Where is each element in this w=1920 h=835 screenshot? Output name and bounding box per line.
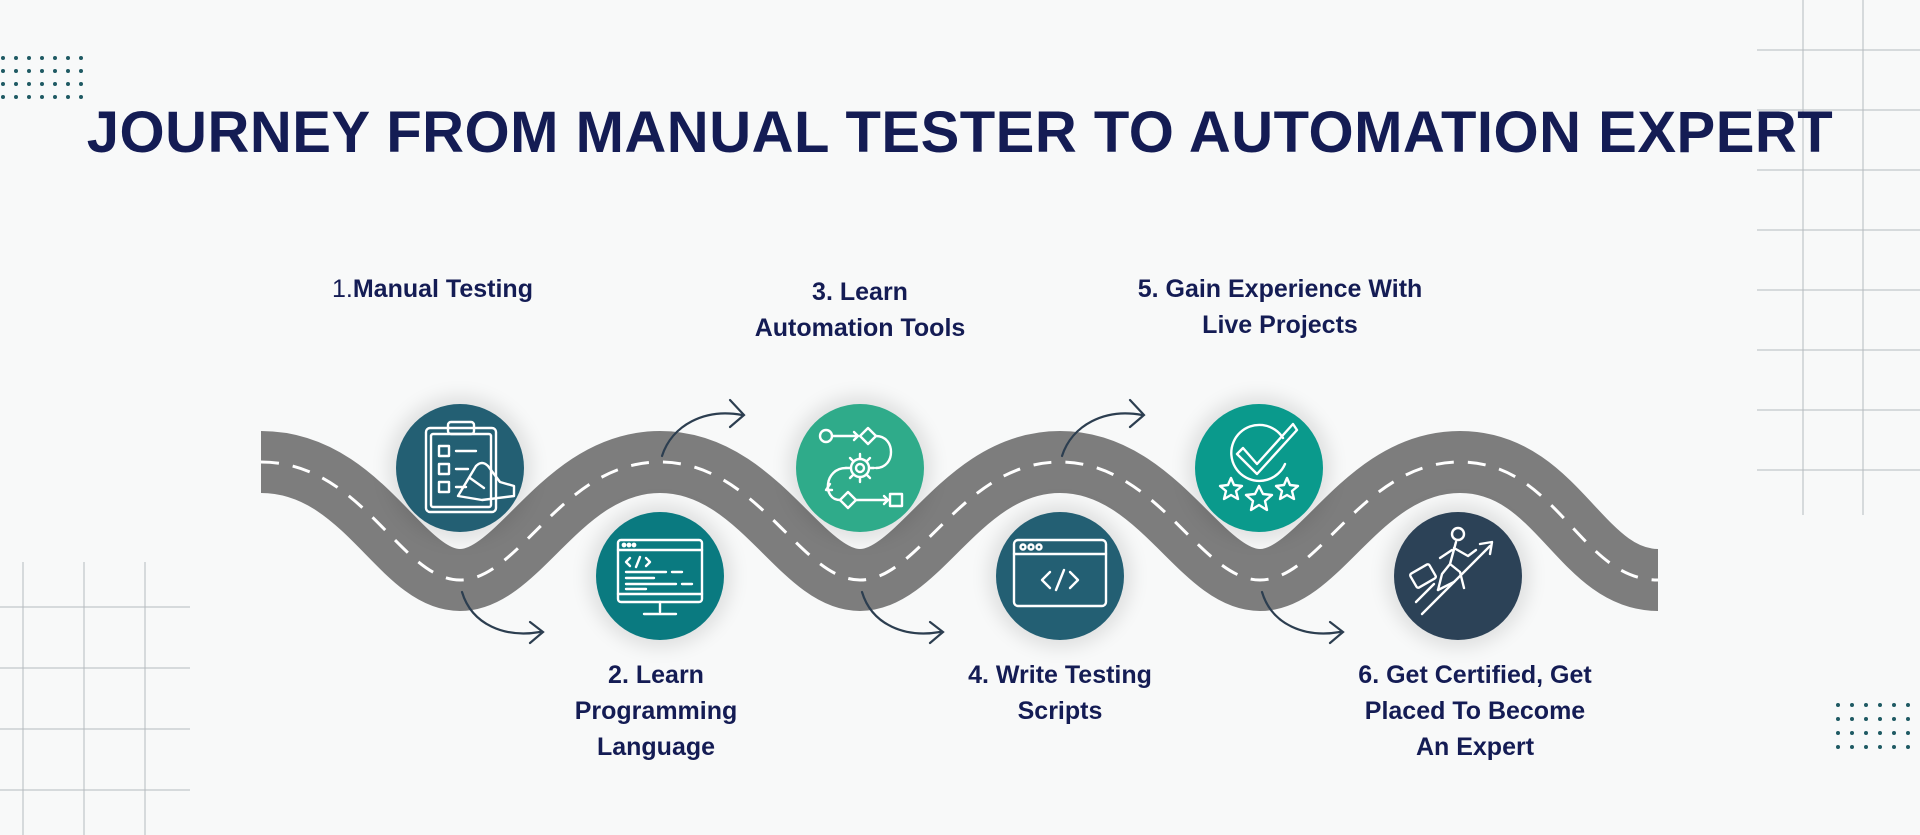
step-4-text: Write Testing Scripts — [995, 661, 1152, 725]
dot-pattern-bottom-right — [1836, 703, 1910, 749]
check-stars-icon — [1218, 422, 1300, 512]
page-title: JOURNEY FROM MANUAL TESTER TO AUTOMATION… — [86, 100, 1834, 165]
step-4-number: 4. — [968, 661, 989, 689]
dot-pattern-top-left — [1, 56, 83, 99]
step-2-number: 2. — [608, 661, 629, 689]
step-1-circle — [396, 404, 524, 532]
clipboard-checklist-icon — [424, 420, 516, 514]
step-3-circle — [796, 404, 924, 532]
step-3-text: Learn Automation Tools — [754, 278, 966, 342]
arrow-4-to-5 — [1060, 412, 1144, 458]
arrow-1-to-2 — [460, 590, 542, 635]
step-5-circle — [1195, 404, 1323, 532]
step-5-label: 5. Gain Experience With Live Projects — [1080, 271, 1480, 343]
step-3-number: 3. — [812, 278, 833, 306]
step-4-label: 4. Write Testing Scripts — [920, 657, 1200, 729]
step-1-number: 1. — [332, 275, 353, 303]
road-center-line — [260, 460, 1659, 582]
step-4-circle — [996, 512, 1124, 640]
step-1-label: 1.Manual Testing — [332, 271, 582, 307]
step-6-circle — [1394, 512, 1522, 640]
climbing-success-icon — [1409, 526, 1494, 616]
step-5-number: 5. — [1137, 275, 1159, 303]
step-1-text: Manual Testing — [352, 275, 533, 303]
step-2-label: 2. Learn Programming Language — [526, 657, 786, 765]
code-monitor-icon — [616, 538, 704, 616]
arrow-3-to-4 — [860, 590, 942, 635]
step-2-circle — [596, 512, 724, 640]
grid-bottom-left — [0, 562, 190, 835]
step-6-number: 6. — [1358, 661, 1380, 689]
step-6-text: Get Certified, Get Placed To Become An E… — [1364, 661, 1592, 761]
step-3-label: 3. Learn Automation Tools — [710, 274, 1010, 346]
step-5-text: Gain Experience With Live Projects — [1165, 275, 1423, 339]
step-2-text: Learn Programming Language — [574, 661, 738, 761]
grid-top-right — [1757, 0, 1920, 515]
arrow-2-to-3 — [660, 412, 744, 458]
code-window-icon — [1012, 538, 1108, 608]
step-6-label: 6. Get Certified, Get Placed To Become A… — [1330, 657, 1620, 765]
workflow-gear-icon — [818, 426, 904, 510]
arrow-5-to-6 — [1260, 590, 1342, 635]
curved-arrows — [460, 398, 1345, 645]
